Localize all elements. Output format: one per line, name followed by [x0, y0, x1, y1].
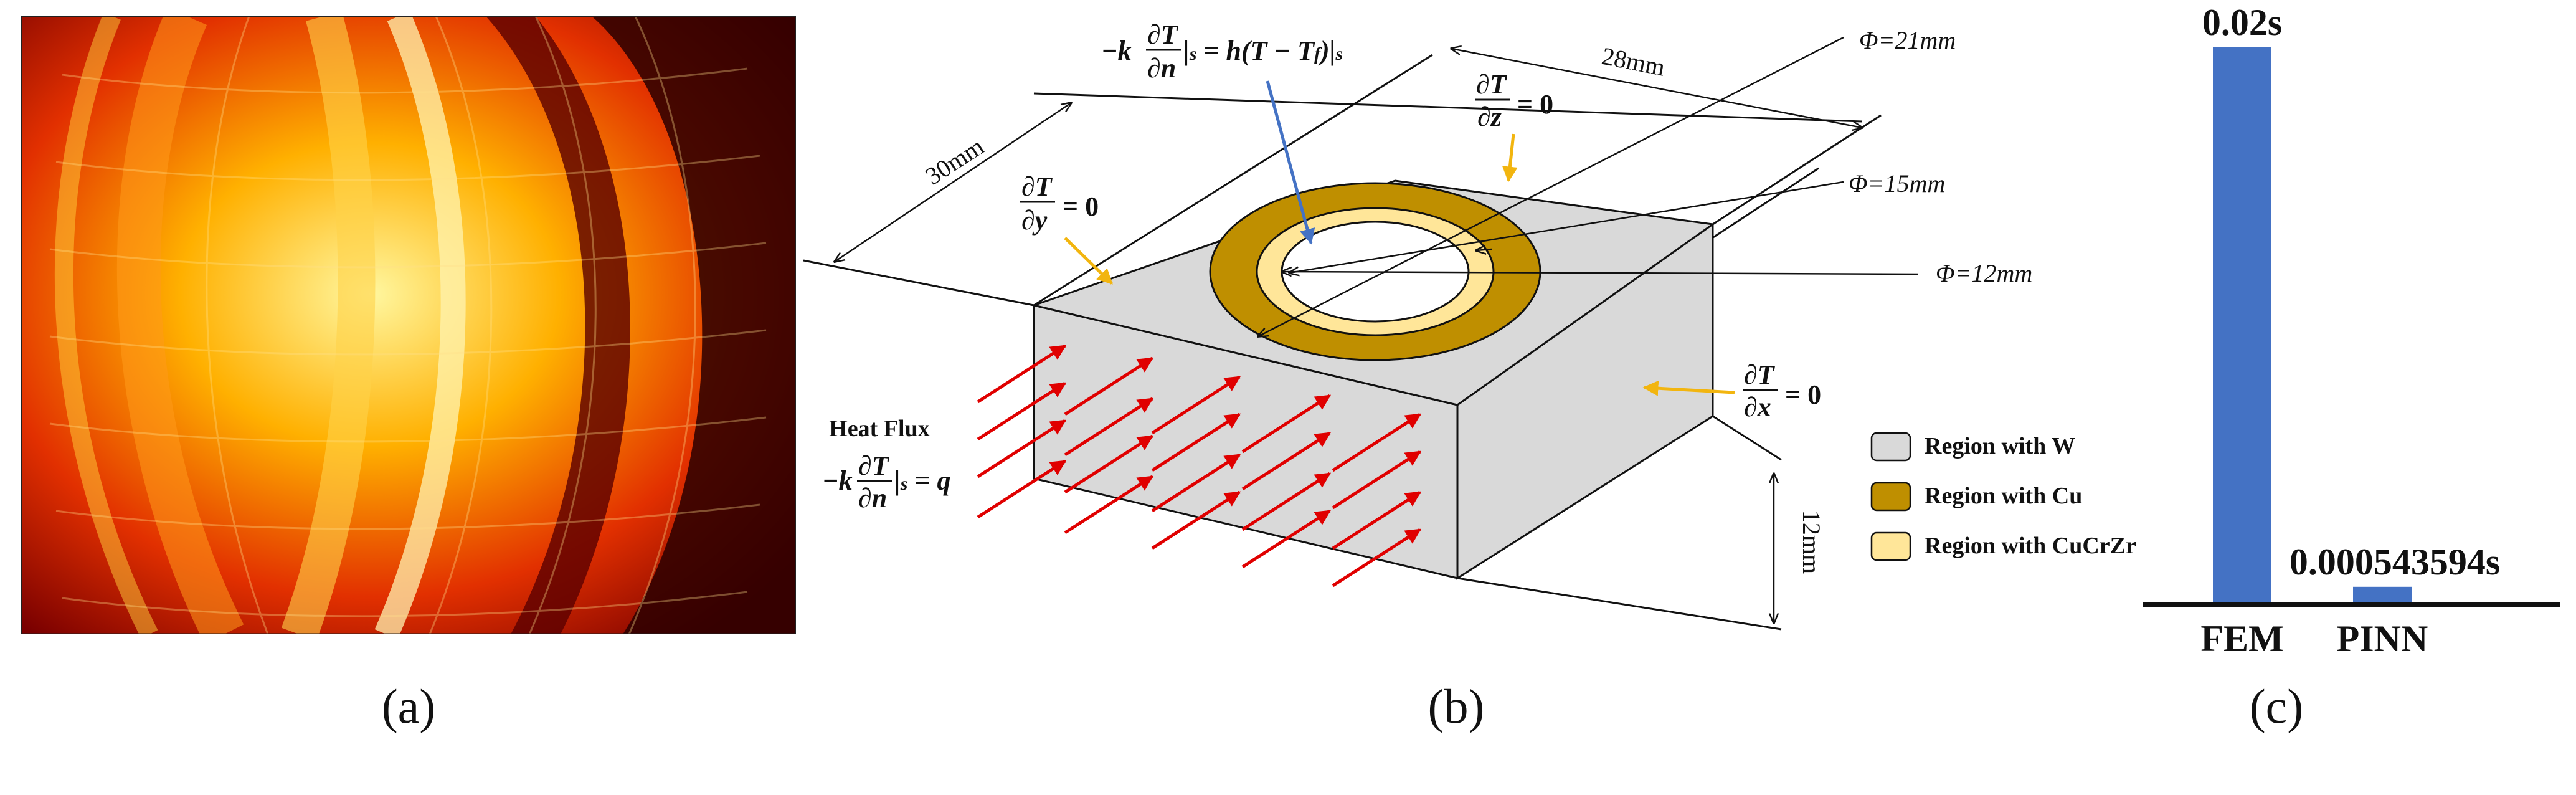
- svg-text:∂T: ∂T: [1021, 171, 1053, 202]
- dTdz-bc-formula: ∂T ∂z = 0: [1475, 69, 1553, 132]
- legend-swatch-w: [1870, 432, 1911, 462]
- data-label-fem: 0.02s: [2202, 2, 2282, 43]
- dTdy-pointer-arrow: [1064, 237, 1113, 285]
- category-label-pinn: PINN: [2337, 618, 2428, 659]
- dTdy-bc-formula: ∂T ∂y = 0: [1020, 171, 1099, 236]
- extension-line: [1457, 577, 1782, 631]
- dTdz-pointer-arrow: [1502, 133, 1518, 183]
- extension-line: [1712, 114, 1882, 226]
- svg-text:∂z: ∂z: [1477, 102, 1502, 132]
- monoblock-schematic: 30mm 28mm 12mm Φ=21mm Φ=15mm Φ=12mm −k ∂…: [803, 19, 2136, 631]
- legend-swatch-cu: [1870, 482, 1911, 512]
- extension-line: [803, 259, 1035, 307]
- svg-text:= 0: = 0: [1063, 191, 1099, 222]
- bar-pinn: [2353, 586, 2412, 602]
- phi-12-leader: [1282, 272, 1919, 274]
- depth-dimension-arrow: [835, 103, 1071, 262]
- svg-text:∂n: ∂n: [1147, 53, 1176, 83]
- panel-b-caption: (b): [1428, 679, 1485, 733]
- height-label: 12mm: [1797, 510, 1825, 574]
- runtime-bar-chart: 0.02s 0.000543594s FEM PINN: [2143, 2, 2560, 659]
- phi-15-leader: [1289, 181, 1844, 273]
- svg-text:∂y: ∂y: [1021, 205, 1048, 236]
- legend-label-cu: Region with Cu: [1925, 483, 2082, 509]
- legend-swatch-cucrzr: [1870, 531, 1911, 561]
- svg-text:∂T: ∂T: [1744, 359, 1776, 390]
- block-side-face: [1456, 222, 1714, 580]
- svg-text:= 0: = 0: [1517, 89, 1553, 120]
- svg-text:−k: −k: [822, 465, 853, 496]
- svg-text:|s = q: |s = q: [894, 465, 950, 496]
- extension-line: [1033, 92, 1863, 123]
- extension-line: [1033, 54, 1433, 307]
- svg-text:|s = h(T − Tf)|s: |s = h(T − Tf)|s: [1183, 36, 1343, 66]
- svg-text:∂x: ∂x: [1744, 392, 1771, 422]
- width-dimension-arrow: [1451, 49, 1862, 128]
- dTdx-bc-formula: ∂T ∂x = 0: [1743, 359, 1821, 422]
- extension-line: [1712, 415, 1782, 461]
- category-label-fem: FEM: [2200, 618, 2283, 659]
- svg-text:∂n: ∂n: [858, 483, 887, 513]
- width-label: 28mm: [1599, 42, 1667, 82]
- dTdx-pointer-arrow: [1642, 380, 1735, 396]
- phi-inner-label: Φ=12mm: [1936, 259, 2032, 287]
- material-legend: Region with W Region with Cu Region with…: [1870, 432, 2136, 561]
- legend-label-cucrzr: Region with CuCrZr: [1925, 533, 2136, 559]
- phi-mid-label: Φ=15mm: [1849, 169, 1945, 198]
- bar-fem: [2213, 47, 2271, 602]
- heat-flux-arrows: [977, 344, 1422, 588]
- data-label-pinn: 0.000543594s: [2290, 541, 2500, 583]
- convection-pointer-arrow: [1266, 80, 1315, 245]
- svg-text:−k: −k: [1101, 36, 1132, 66]
- svg-text:∂T: ∂T: [1147, 19, 1179, 50]
- svg-text:= 0: = 0: [1785, 379, 1821, 410]
- phi-outer-label: Φ=21mm: [1859, 26, 1956, 54]
- tokamak-thermal-photo: [21, 16, 796, 634]
- svg-text:∂T: ∂T: [858, 450, 890, 481]
- convection-bc-formula: −k ∂T ∂n |s = h(T − Tf)|s: [1101, 19, 1343, 83]
- legend-label-w: Region with W: [1925, 433, 2075, 459]
- panel-a-caption: (a): [382, 679, 436, 733]
- heat-flux-label: Heat Flux: [829, 416, 929, 442]
- heat-flux-formula: −k ∂T ∂n |s = q: [822, 450, 950, 513]
- panel-c-caption: (c): [2250, 679, 2304, 733]
- svg-text:∂T: ∂T: [1476, 69, 1508, 100]
